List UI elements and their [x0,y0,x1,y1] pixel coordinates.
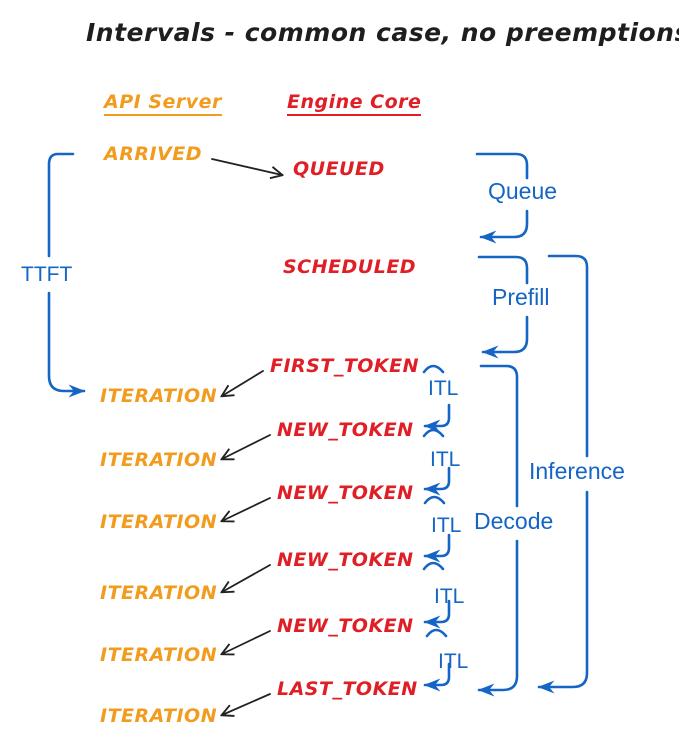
interval-label-itl-2: ITL [430,448,461,471]
arrow-first-token-to-iteration [222,370,264,396]
itl-arrow-4 [423,599,451,629]
event-new-token-2: NEW_TOKEN [277,482,414,504]
event-arrived: ARRIVED [104,143,202,165]
decode-bracket [477,364,519,697]
event-queued: QUEUED [293,158,385,180]
event-iteration-1: ITERATION [100,385,218,407]
inference-bracket [537,254,589,694]
event-iteration-3: ITERATION [100,511,218,533]
event-new-token-4: NEW_TOKEN [277,615,414,637]
interval-label-queue: Queue [488,178,558,204]
interval-label-decode: Decode [474,508,554,534]
itl-arrow-2 [423,466,451,496]
itl-arrow-5 [423,662,451,692]
itl-hook-4 [422,561,445,571]
decode-arrow [477,539,519,697]
interval-label-ttft: TTFT [21,263,73,286]
interval-label-itl-4: ITL [434,585,465,608]
itl-brackets [422,364,451,692]
itl-arrow-1 [423,403,451,433]
event-iteration-6: ITERATION [100,705,218,727]
itl-hook-2 [422,428,445,438]
event-iteration-5: ITERATION [100,644,218,666]
arrow-last-token-to-iteration [222,693,271,715]
column-header-engine-core: Engine Core [287,91,422,116]
event-last-token: LAST_TOKEN [277,678,418,700]
prefill-bracket-top [477,255,529,285]
prefill-arrow [481,315,529,359]
interval-label-itl-1: ITL [428,377,459,400]
ttft-bracket-top [47,152,75,258]
arrow-new-token-2-to-iteration [222,497,271,521]
queue-bracket-top [475,152,529,180]
interval-label-itl-5: ITL [438,650,469,673]
event-new-token-1: NEW_TOKEN [277,419,414,441]
event-connectors [211,158,282,715]
event-first-token: FIRST_TOKEN [270,355,420,377]
event-iteration-4: ITERATION [100,582,218,604]
queue-arrow [479,209,529,244]
arrow-new-token-4-to-iteration [222,630,271,654]
event-scheduled: SCHEDULED [283,256,417,278]
itl-arrow-3 [423,533,451,563]
interval-label-prefill: Prefill [492,284,550,310]
itl-hook-3 [423,495,446,505]
arrow-new-token-1-to-iteration [222,434,271,459]
decode-line-top [479,364,519,508]
inference-line-top [547,254,589,458]
ttft-arrow [47,291,86,398]
event-new-token-3: NEW_TOKEN [277,549,414,571]
interval-label-itl-3: ITL [431,514,462,537]
prefill-bracket [477,255,529,359]
arrow-new-token-3-to-iteration [222,564,271,592]
column-header-api-server: API Server [104,91,222,116]
arrow-arrived-to-queued [211,158,282,175]
event-iteration-2: ITERATION [100,449,218,471]
ttft-bracket [47,152,86,398]
queue-bracket [475,152,529,244]
itl-hook-5 [425,628,448,638]
diagram-title: Intervals - common case, no preemptions [86,18,679,47]
itl-hook-1 [422,364,445,374]
inference-arrow [537,490,589,694]
interval-label-inference: Inference [529,458,625,484]
